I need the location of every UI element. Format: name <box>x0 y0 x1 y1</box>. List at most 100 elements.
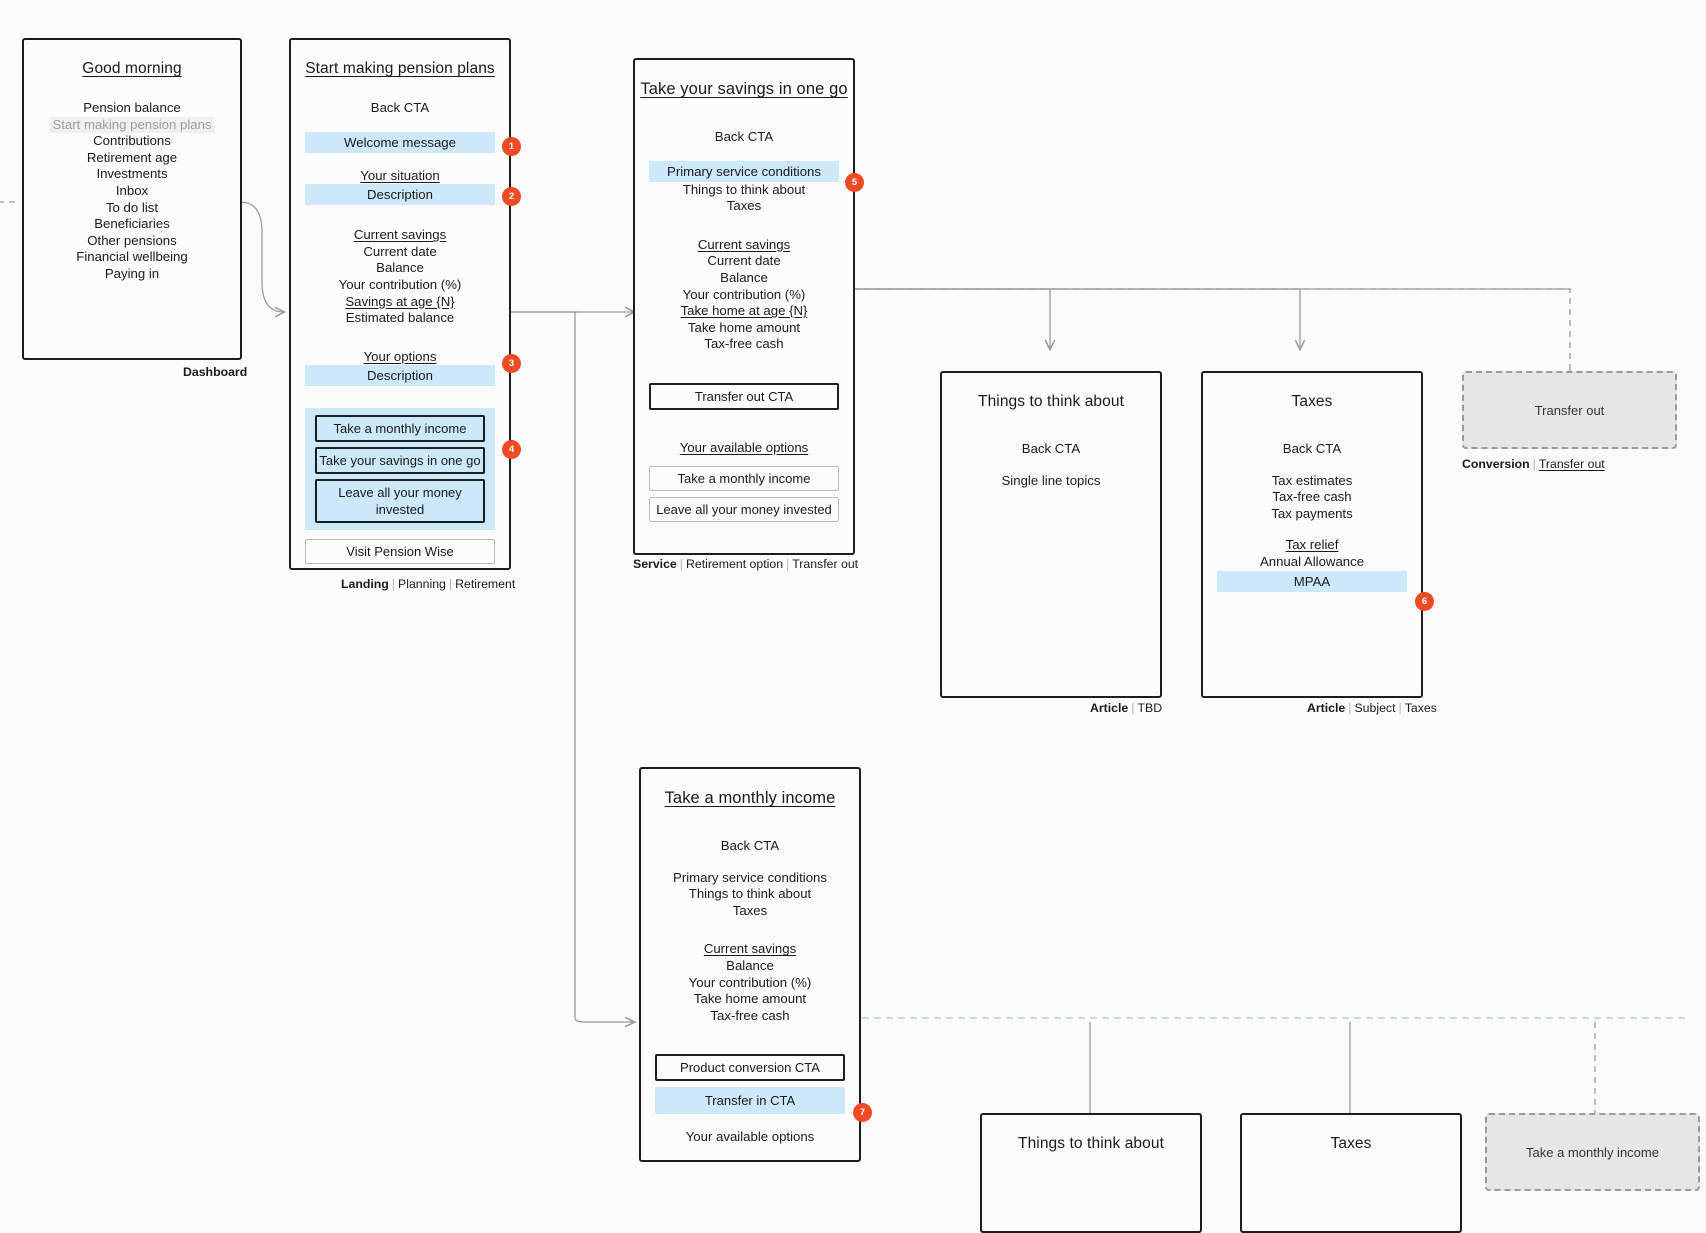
one-go-take-home-row: Tax-free cash <box>704 336 784 352</box>
things-bottom-title: Things to think about <box>1018 1135 1164 1152</box>
landing-option-monthly-income[interactable]: Take a monthly income <box>315 415 485 443</box>
monthly-income-link-things[interactable]: Things to think about <box>688 886 812 902</box>
one-go-back-cta[interactable]: Back CTA <box>714 129 774 144</box>
card-take-monthly-income-ghost[interactable]: Take a monthly income <box>1485 1113 1700 1191</box>
monthly-income-back-cta[interactable]: Back CTA <box>720 838 780 853</box>
one-go-footer-rest-0: Retirement option <box>685 557 784 571</box>
flow-canvas: Good morning Pension balance Start makin… <box>0 38 1700 1233</box>
landing-current-savings-row: Current date <box>363 243 437 259</box>
landing-savings-at-age-heading: Savings at age {N} <box>345 293 455 309</box>
transfer-out-ghost-footer: Conversion|Transfer out <box>1462 457 1605 471</box>
monthly-income-title: Take a monthly income <box>664 789 836 807</box>
card-things-to-think-about-bottom[interactable]: Things to think about <box>980 1113 1202 1233</box>
monthly-income-transfer-in-cta[interactable]: Transfer in CTA <box>655 1087 845 1115</box>
dashboard-footer: Dashboard <box>183 365 247 379</box>
dashboard-row[interactable]: Beneficiaries <box>94 216 170 232</box>
taxes-top-mpaa[interactable]: MPAA <box>1217 570 1407 592</box>
badge-5: 5 <box>845 173 864 192</box>
badge-3: 3 <box>502 354 521 373</box>
badge-1: 1 <box>502 137 521 156</box>
monthly-income-current-savings-row: Balance <box>726 957 774 973</box>
taxes-top-footer-rest-1: Taxes <box>1404 701 1437 715</box>
one-go-option-monthly-income[interactable]: Take a monthly income <box>649 465 839 491</box>
dashboard-row[interactable]: Paying in <box>104 265 160 281</box>
monthly-income-available-options-heading: Your available options <box>685 1129 815 1145</box>
things-top-title: Things to think about <box>978 393 1124 410</box>
one-go-footer-rest-1: Transfer out <box>792 557 859 571</box>
one-go-current-savings-row: Current date <box>707 253 781 269</box>
things-top-footer-primary: Article <box>1090 701 1129 715</box>
card-things-to-think-about-top[interactable]: Things to think about Back CTA Single li… <box>940 371 1162 698</box>
one-go-available-options-heading: Your available options <box>679 439 809 455</box>
landing-visit-pension-wise-button[interactable]: Visit Pension Wise <box>305 539 495 565</box>
one-go-footer-primary: Service <box>633 557 677 571</box>
one-go-transfer-out-cta[interactable]: Transfer out CTA <box>649 382 839 410</box>
landing-savings-at-age-row: Estimated balance <box>345 310 455 326</box>
landing-welcome-message[interactable]: Welcome message <box>305 131 495 153</box>
monthly-income-link-taxes[interactable]: Taxes <box>732 902 768 918</box>
card-taxes-top[interactable]: Taxes Back CTA Tax estimates Tax-free ca… <box>1201 371 1423 698</box>
things-top-back-cta[interactable]: Back CTA <box>1021 441 1081 456</box>
taxes-top-row: Tax payments <box>1271 505 1353 521</box>
one-go-footer: Service|Retirement option|Transfer out <box>633 557 859 571</box>
taxes-top-row: Tax estimates <box>1271 472 1353 488</box>
card-transfer-out-ghost[interactable]: Transfer out <box>1462 371 1677 449</box>
one-go-link-things[interactable]: Things to think about <box>682 181 806 197</box>
one-go-primary-service-conditions[interactable]: Primary service conditions <box>649 160 839 182</box>
dashboard-row[interactable]: Pension balance <box>83 100 181 115</box>
taxes-top-footer-primary: Article <box>1307 701 1346 715</box>
monthly-income-current-savings-row: Your contribution (%) <box>688 974 812 990</box>
card-taxes-bottom[interactable]: Taxes <box>1240 1113 1462 1233</box>
taxes-top-title: Taxes <box>1291 393 1333 410</box>
landing-option-group: Take a monthly income Take your savings … <box>291 408 509 531</box>
taxes-top-tax-relief-heading: Tax relief <box>1285 537 1339 553</box>
landing-footer-rest-0: Planning <box>398 577 446 591</box>
monthly-income-product-conversion-cta[interactable]: Product conversion CTA <box>655 1054 845 1082</box>
one-go-option-leave-invested[interactable]: Leave all your money invested <box>649 496 839 522</box>
landing-footer-rest-1: Retirement <box>455 577 516 591</box>
landing-current-savings-row: Your contribution (%) <box>338 276 462 292</box>
landing-footer: Landing|Planning|Retirement <box>341 577 516 591</box>
card-take-savings-one-go[interactable]: Take your savings in one go Back CTA Pri… <box>633 58 855 555</box>
one-go-current-savings-heading: Current savings <box>697 236 791 252</box>
landing-your-situation-heading: Your situation <box>360 167 440 183</box>
transfer-out-ghost-footer-link[interactable]: Transfer out <box>1538 457 1605 471</box>
landing-your-options-description[interactable]: Description <box>305 365 495 387</box>
landing-your-situation-description[interactable]: Description <box>305 184 495 206</box>
monthly-income-link-conditions[interactable]: Primary service conditions <box>673 869 827 885</box>
dashboard-row-active[interactable]: Start making pension plans <box>24 116 240 134</box>
monthly-income-current-savings-row: Tax-free cash <box>710 1007 790 1023</box>
transfer-out-ghost-title: Transfer out <box>1534 402 1605 418</box>
taxes-top-back-cta[interactable]: Back CTA <box>1282 441 1342 456</box>
landing-title: Start making pension plans <box>305 60 495 77</box>
badge-7: 7 <box>853 1103 872 1122</box>
dashboard-row[interactable]: Other pensions <box>87 232 177 248</box>
dashboard-footer-primary: Dashboard <box>183 365 248 379</box>
dashboard-row-list: Pension balance Start making pension pla… <box>24 100 240 283</box>
monthly-income-ghost-title: Take a monthly income <box>1526 1144 1659 1160</box>
dashboard-row[interactable]: Financial wellbeing <box>76 249 188 265</box>
card-take-monthly-income[interactable]: Take a monthly income Back CTA Primary s… <box>639 767 861 1162</box>
landing-footer-primary: Landing <box>341 577 389 591</box>
card-dashboard[interactable]: Good morning Pension balance Start makin… <box>22 38 242 360</box>
landing-your-options-heading: Your options <box>363 348 437 364</box>
taxes-top-footer-rest-0: Subject <box>1354 701 1396 715</box>
landing-option-one-go[interactable]: Take your savings in one go <box>315 447 485 475</box>
dashboard-title: Good morning <box>82 60 182 77</box>
landing-back-cta[interactable]: Back CTA <box>370 100 430 115</box>
one-go-link-taxes[interactable]: Taxes <box>726 198 762 214</box>
landing-current-savings-heading: Current savings <box>353 227 447 243</box>
dashboard-row[interactable]: Inbox <box>115 182 149 198</box>
card-landing[interactable]: Start making pension plans Back CTA Welc… <box>289 38 511 570</box>
badge-2: 2 <box>502 187 521 206</box>
landing-option-leave-invested[interactable]: Leave all your money invested <box>315 479 485 524</box>
dashboard-row[interactable]: Contributions <box>93 133 171 149</box>
one-go-current-savings-row: Balance <box>720 269 768 285</box>
one-go-title: Take your savings in one go <box>640 80 848 98</box>
dashboard-row[interactable]: Retirement age <box>86 149 178 165</box>
dashboard-row[interactable]: To do list <box>105 199 159 215</box>
things-top-footer: Article|TBD <box>1090 701 1163 715</box>
one-go-current-savings-row: Your contribution (%) <box>682 286 806 302</box>
monthly-income-current-savings-heading: Current savings <box>703 941 797 957</box>
dashboard-row[interactable]: Investments <box>96 166 168 182</box>
